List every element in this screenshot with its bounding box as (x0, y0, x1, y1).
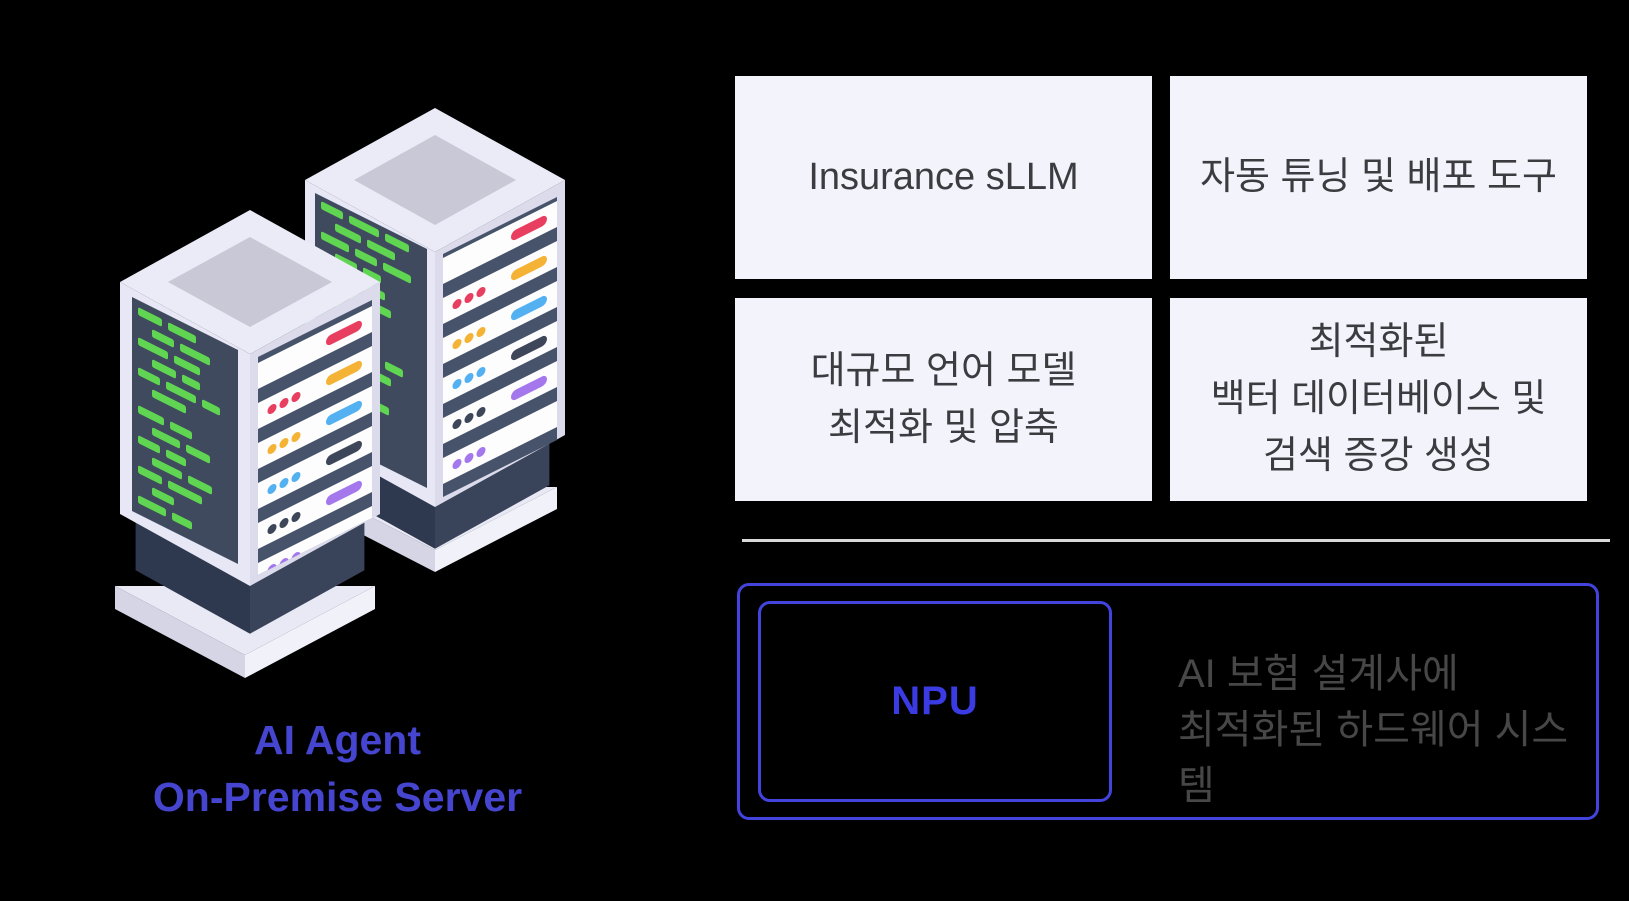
server-rack-illustration (95, 100, 600, 685)
feature-box-vector-db-rag: 최적화된 백터 데이터베이스 및 검색 증강 생성 (1170, 298, 1587, 501)
hardware-description: AI 보험 설계사에 최적화된 하드웨어 시스템 (1178, 646, 1596, 814)
server-caption: AI Agent On-Premise Server (95, 712, 580, 826)
feature-box-label: Insurance sLLM (808, 156, 1079, 198)
front-server-tower (115, 210, 380, 678)
feature-box-auto-tuning-deploy: 자동 튜닝 및 배포 도구 (1170, 76, 1587, 279)
feature-box-label-line2: 백터 데이터베이스 및 (1210, 378, 1547, 420)
server-racks-icon (115, 108, 565, 678)
feature-box-label-line3: 검색 증강 생성 (1263, 435, 1494, 477)
feature-box-llm-optimization: 대규모 언어 모델 최적화 및 압축 (735, 298, 1152, 501)
feature-box-label-line2: 최적화 및 압축 (828, 406, 1059, 449)
feature-box-insurance-sllm: Insurance sLLM (735, 76, 1152, 279)
server-caption-line2: On-Premise Server (152, 774, 523, 820)
server-caption-line1: AI Agent (253, 717, 422, 763)
hardware-description-line1: AI 보험 설계사에 (1178, 652, 1459, 696)
feature-box-label-line1: 대규모 언어 모델 (810, 349, 1077, 392)
npu-box: NPU (758, 601, 1112, 802)
hardware-system-box: NPU AI 보험 설계사에 최적화된 하드웨어 시스템 (737, 583, 1599, 820)
section-divider (742, 539, 1610, 542)
npu-label: NPU (891, 679, 979, 723)
feature-box-label-line1: 최적화된 (1308, 321, 1449, 363)
feature-box-label: 자동 튜닝 및 배포 도구 (1200, 156, 1557, 198)
hardware-description-line2: 최적화된 하드웨어 시스템 (1178, 708, 1569, 808)
